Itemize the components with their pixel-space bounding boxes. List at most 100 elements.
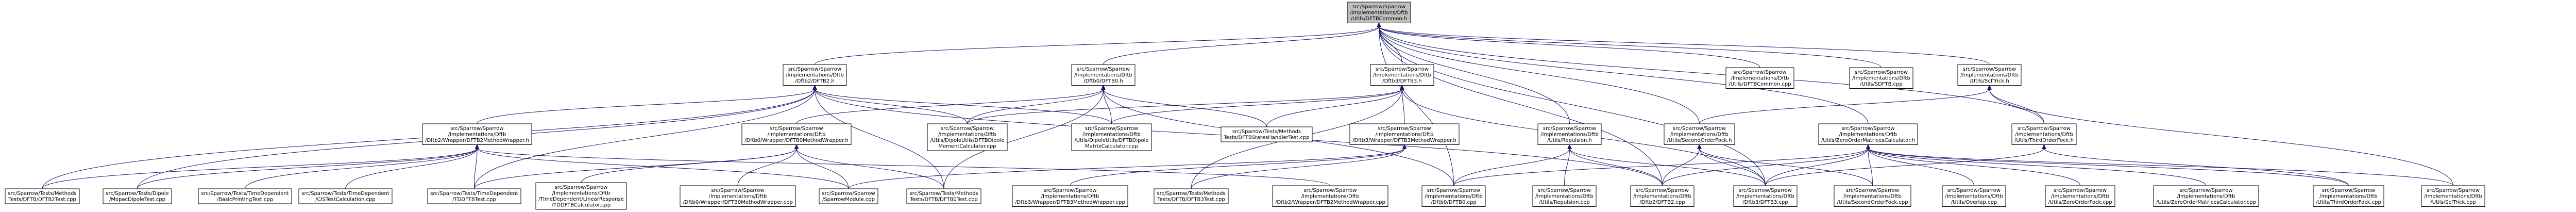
dependency-edge [1191,148,1405,189]
node-label-line: /Dftb3/Wrapper/DFTB3MethodWrapper.h [1352,138,1456,143]
dependency-edge [581,148,797,183]
graph-node-tddftb-test[interactable]: src/Sparrow/Tests/TimeDependent/TDDFTBTe… [427,188,521,204]
graph-node-repulsion-cpp[interactable]: src/Sparrow/Sparrow/Implementations/Dftb… [1532,185,1597,207]
graph-node-repulsion-h[interactable]: src/Sparrow/Sparrow/Implementations/Dftb… [1537,123,1602,145]
graph-node-second-order-h[interactable]: src/Sparrow/Sparrow/Implementations/Dftb… [1664,123,1735,145]
graph-node-basic-printing-test[interactable]: src/Sparrow/Tests/TimeDependent/BasicPri… [198,188,292,204]
dependency-edge [1453,148,1570,186]
graph-node-dftb3-test[interactable]: src/Sparrow/Tests/MethodsTests/DFTB/DFTB… [1154,188,1229,204]
dependency-edge [1379,26,1700,124]
graph-node-dftb-states-test[interactable]: src/Sparrow/Tests/MethodsTests/DFTBState… [1221,126,1313,142]
node-box [1370,64,1434,86]
node-box [1664,123,1735,145]
graph-node-dftb0-mw-cpp[interactable]: src/Sparrow/Sparrow/Implementations/Dftb… [680,185,796,207]
graph-node-dftb2-mw-cpp[interactable]: src/Sparrow/Sparrow/Implementations/Dftb… [1272,185,1388,207]
dependency-edge [474,148,478,189]
node-label-line: MomentCalculator.cpp [938,144,996,150]
dependency-edge [1989,89,2453,186]
graph-node-root[interactable]: src/Sparrow/Sparrow/Implementations/Dftb… [1347,2,1411,23]
graph-node-dipole-moment-cpp[interactable]: src/Sparrow/Sparrow/Implementations/Dftb… [927,123,1008,151]
dependency-edge [1699,89,1990,124]
node-label-line: /Implementations/Dftb [1731,76,1789,81]
node-label-line: /Utils/Repulsion.h [1547,138,1592,143]
dependency-edge [943,89,1104,189]
node-label-line: /Implementations/Dftb [1540,132,1599,138]
node-box [1421,185,1486,207]
graph-node-sparrow-module-cpp[interactable]: src/Sparrow/Sparrow/SparrowModule.cpp [819,188,878,204]
node-label-line: src/Sparrow/Sparrow [770,126,823,132]
node-label-line: /Implementations/Dftb [2177,194,2235,200]
node-label-line: /Implementations/Dftb [2319,194,2378,200]
graph-node-dipole-matrix-cpp[interactable]: src/Sparrow/Sparrow/Implementations/Dftb… [1071,123,1152,151]
graph-node-dftb2-cpp[interactable]: src/Sparrow/Sparrow/Implementations/Dftb… [1630,185,1694,207]
node-label-line: src/Sparrow/Sparrow [1352,4,1405,10]
node-label-line: /Utils/ScfTrick.h [1970,78,2009,84]
graph-node-scftrick-h[interactable]: src/Sparrow/Sparrow/Implementations/Dftb… [1957,64,2022,86]
node-label-line: /Implementations/Dftb [1670,132,1728,138]
dependency-edge [477,89,815,124]
graph-node-zero-order-fock-cpp[interactable]: src/Sparrow/Sparrow/Implementations/Dftb… [2045,185,2115,207]
node-label-line: src/Sparrow/Sparrow [1733,70,1786,75]
graph-node-tddftb-calc-cpp[interactable]: src/Sparrow/Sparrow/Implementations/Dftb… [535,182,627,210]
edge-arrowhead [1400,85,1404,90]
edge-arrowhead [1866,144,1871,149]
graph-node-dftb0-test[interactable]: src/Sparrow/Tests/MethodsTests/DFTB/DFTB… [906,188,981,204]
node-label-line: /Dftb3/DFTB3.h [1382,78,1422,84]
graph-node-dftb2-mw-h[interactable]: src/Sparrow/Sparrow/Implementations/Dftb… [422,123,532,145]
node-label-line: src/Sparrow/Tests/TimeDependent [201,191,289,197]
graph-node-dftb0-mw-h[interactable]: src/Sparrow/Sparrow/Implementations/Dftb… [741,123,852,145]
edge-arrowhead [1697,144,1702,149]
graph-node-overlap-cpp[interactable]: src/Sparrow/Sparrow/Implementations/Dftb… [1942,185,2006,207]
node-box [1733,185,1798,207]
dependency-edge [42,148,478,189]
node-label-line: Tests/DFTB/DFTB0Test.cpp [909,197,978,203]
node-label-line: /Utils/SecondOrderFock.cpp [1837,200,1908,205]
node-label-line: /Implementations/Dftb [1633,194,1691,200]
node-label-line: /Dftb2/DFTB2.h [795,78,835,84]
graph-node-dftb3-h[interactable]: src/Sparrow/Sparrow/Implementations/Dftb… [1370,64,1434,86]
node-box [1957,64,2022,86]
node-label-line: src/Sparrow/Sparrow [1543,126,1596,132]
dependency-edge [1699,148,1873,186]
node-label-line: /Utils/DipoleUtils/DFTBDipole [1074,138,1148,143]
graph-node-third-order-h[interactable]: src/Sparrow/Sparrow/Implementations/Dftb… [2011,123,2077,145]
node-box [1221,126,1313,142]
dependency-edge [1868,148,1974,186]
dependency-edge [2044,148,2349,186]
graph-node-dftb0-cpp[interactable]: src/Sparrow/Sparrow/Implementations/Dftb… [1421,185,1486,207]
node-label-line: /Implementations/Dftb [1041,194,1099,200]
graph-node-dftb3-mw-cpp[interactable]: src/Sparrow/Sparrow/Implementations/Dftb… [1012,185,1128,207]
node-label-line: /Dftb2/Wrapper/DFTB2MethodWrapper.cpp [1275,200,1385,205]
graph-node-cis-test[interactable]: src/Sparrow/Tests/TimeDependent/CISTestC… [298,188,393,204]
graph-node-dftb2-h[interactable]: src/Sparrow/Sparrow/Implementations/Dftb… [783,64,847,86]
node-label-line: src/Sparrow/Sparrow [554,185,607,190]
graph-node-dftb2-test[interactable]: src/Sparrow/Tests/MethodsTests/DFTB/DFTB… [5,188,80,204]
node-box [1349,123,1460,145]
edge-arrowhead [474,144,480,149]
node-box [819,188,878,204]
node-label-line: src/Sparrow/Sparrow [1841,126,1894,132]
graph-node-mopac-dipole-test[interactable]: src/Sparrow/Tests/Dipole/MopacDipoleTest… [103,188,172,204]
graph-node-third-order-cpp[interactable]: src/Sparrow/Sparrow/Implementations/Dftb… [2313,185,2384,207]
node-label-line: src/Sparrow/Sparrow [711,188,764,193]
graph-node-zero-order-calc-cpp[interactable]: src/Sparrow/Sparrow/Implementations/Dftb… [2153,185,2259,207]
graph-node-scftrick-cpp[interactable]: src/Sparrow/Sparrow/Implementations/Dftb… [2421,185,2485,207]
dependency-edge [1402,89,1405,124]
node-label-line: /Implementations/Dftb [709,194,767,200]
graph-node-sdftb-cpp[interactable]: src/Sparrow/Sparrow/Implementations/Dftb… [1849,67,1913,89]
graph-node-dftb3-mw-h[interactable]: src/Sparrow/Sparrow/Implementations/Dftb… [1349,123,1460,145]
graph-node-dftbcommon-cpp[interactable]: src/Sparrow/Sparrow/Implementations/Dftb… [1725,67,1794,89]
dependency-edge [1868,148,2080,186]
dependency-edge [1379,26,1760,68]
dependency-edge [1662,148,1700,186]
dependency-edge [1379,26,1454,186]
node-box [1725,67,1794,89]
graph-node-second-order-cpp[interactable]: src/Sparrow/Sparrow/Implementations/Dftb… [1834,185,1911,207]
graph-node-zero-order-h[interactable]: src/Sparrow/Sparrow/Implementations/Dftb… [1818,123,1918,145]
graph-node-dftb3-cpp[interactable]: src/Sparrow/Sparrow/Implementations/Dftb… [1733,185,1798,207]
node-box [1347,2,1411,23]
dependency-edge [815,26,1379,65]
node-label-line: /Implementations/Dftb [1373,73,1431,78]
graph-node-dftb0-h[interactable]: src/Sparrow/Sparrow/Implementations/Dftb… [1071,64,1136,86]
node-box [680,185,796,207]
